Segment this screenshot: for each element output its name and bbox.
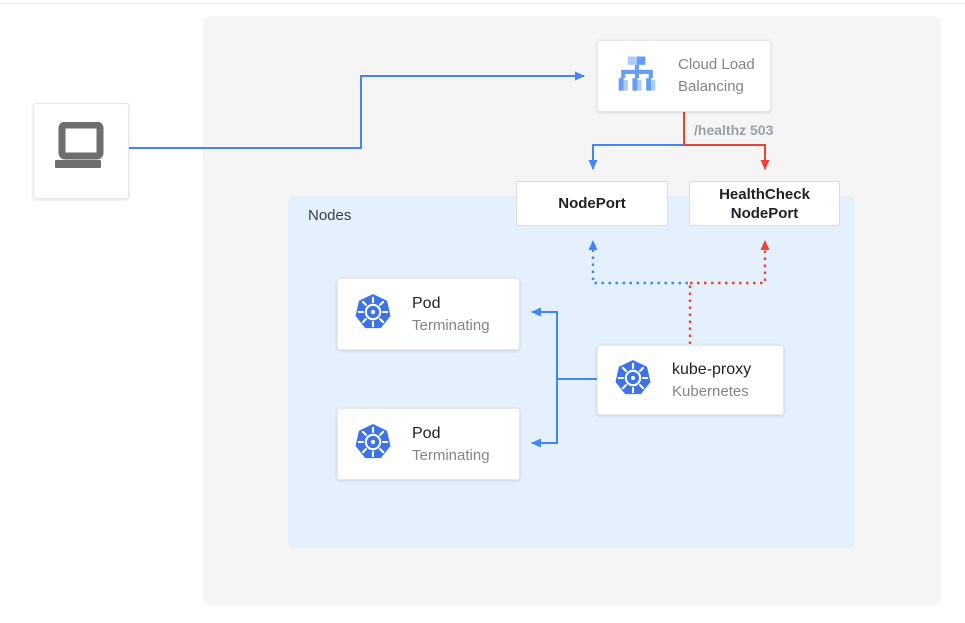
cloud-load-balancing-node: Cloud Load Balancing [597, 40, 771, 112]
nodes-group-label: Nodes [308, 207, 352, 224]
healthcheck-nodeport-label: HealthCheck NodePort [719, 185, 810, 222]
nodeport-label: NodePort [558, 195, 626, 212]
pod-status: Terminating [412, 316, 490, 334]
pod-title: Pod [412, 294, 441, 312]
page-top-divider [0, 3, 965, 4]
pod-status: Terminating [412, 446, 490, 464]
laptop-icon [49, 121, 113, 181]
nodeport-node: NodePort [516, 181, 668, 226]
pod-node-1: Pod Terminating [337, 278, 520, 350]
cloud-load-balancing-icon [617, 54, 657, 99]
pod-node-2: Pod Terminating [337, 408, 520, 480]
healthz-edge-label: /healthz 503 [694, 122, 774, 138]
pod-title: Pod [412, 424, 441, 442]
client-node [33, 103, 129, 199]
kube-proxy-node: kube-proxy Kubernetes [597, 345, 784, 415]
healthcheck-nodeport-node: HealthCheck NodePort [689, 181, 840, 226]
kubernetes-icon [354, 423, 392, 466]
kubernetes-icon [614, 359, 652, 402]
cloud-load-balancing-label: Cloud Load Balancing [678, 56, 755, 95]
kubernetes-icon [354, 293, 392, 336]
kube-proxy-title: kube-proxy [672, 360, 752, 378]
kube-proxy-subtitle: Kubernetes [672, 382, 749, 400]
